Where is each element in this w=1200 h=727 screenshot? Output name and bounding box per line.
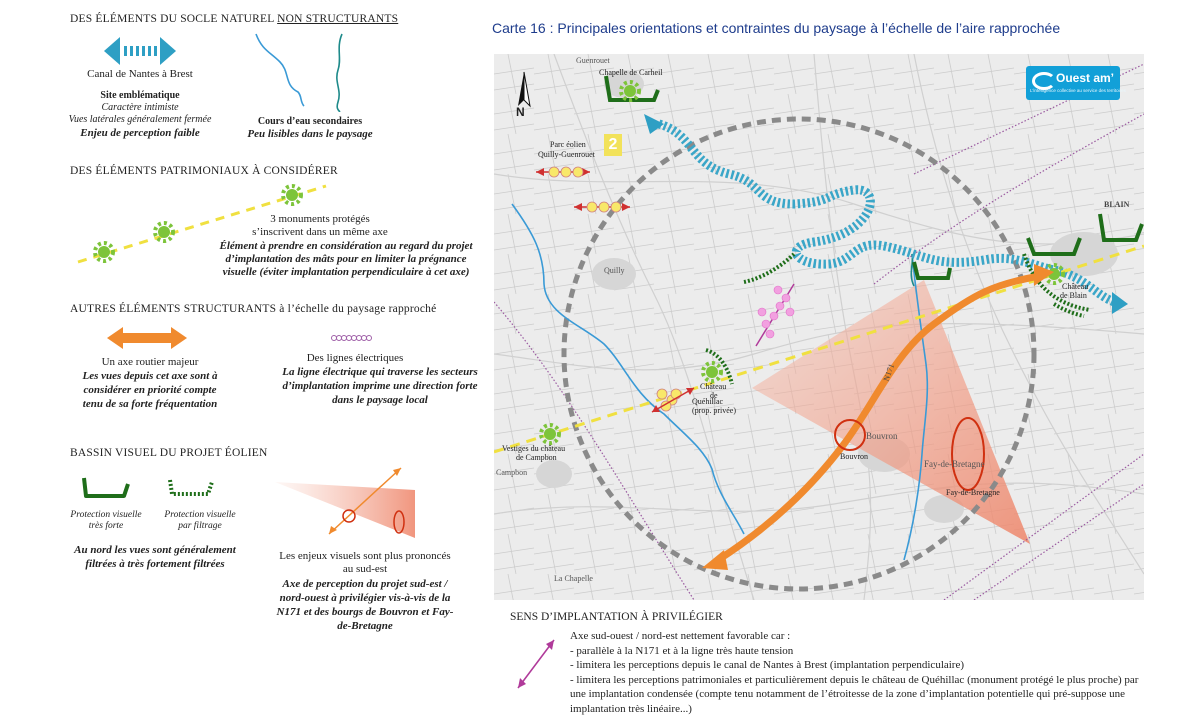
rivers (511, 203, 929, 561)
sens-intro: Axe sud-ouest / nord-est nettement favor… (570, 630, 791, 642)
monument-icon (93, 184, 303, 263)
label-chapelle-sud: La Chapelle (554, 574, 593, 583)
sens-title: SENS D’IMPLANTATION À PRIVILÉGIER (510, 611, 723, 623)
sens-list: Axe sud-ouest / nord-est nettement favor… (570, 629, 1150, 717)
cours-eau-legend-symbol (255, 33, 343, 112)
canal-nantes-brest (657, 119, 1116, 307)
lignes-label: Des lignes électriques (306, 352, 404, 364)
patrimoine-legend-symbol (77, 184, 327, 264)
prot-filtr2: par filtrage (178, 521, 222, 531)
aire-rapprochee-circle (561, 116, 1037, 592)
cours-enjeu: Peu lisibles dans le paysage (247, 128, 373, 140)
zone-number: 2 (604, 134, 622, 156)
legend-socle-title: DES ÉLÉMENTS DU SOCLE NATUREL NON STRUCT… (70, 13, 398, 25)
prot-filtr1: Protection visuelle (164, 510, 236, 520)
site-enjeu: Enjeu de perception faible (80, 127, 200, 139)
fay-marker (951, 417, 985, 491)
north-arrow-icon (518, 71, 531, 108)
label-bouvron-town: Bouvron (866, 431, 898, 441)
axe-routier-legend-symbol (107, 327, 187, 349)
north-label: N (516, 105, 525, 119)
label-parc2: Quilly-Guenrouet (538, 150, 595, 159)
cours-label: Cours d’eau secondaires (257, 116, 363, 127)
label-chateau-q4: (prop. privée) (692, 406, 736, 415)
label-quilly: Quilly (604, 266, 625, 275)
sens-item2: - limitera les perceptions depuis le can… (570, 659, 965, 672)
axe-b3: tenu de sa forte fréquentation (82, 398, 218, 410)
axe-b1: Les vues depuis cet axe sont à (82, 370, 218, 382)
map-canvas[interactable]: N Ouest am’ L'intelligence collective au… (494, 54, 1144, 600)
n171-arrow-sw (702, 550, 728, 570)
label-vestiges2: de Campbon (516, 453, 557, 462)
patrimoine-bold2: d’implantation des mâts pour en limiter … (225, 253, 467, 265)
canal-label: Canal de Nantes à Brest (87, 68, 193, 80)
label-fay: Fay-de-Bretagne (946, 488, 1000, 497)
nord2: filtrées à très fortement filtrées (85, 558, 225, 570)
label-chateau-q3: Quéhillac (692, 397, 724, 406)
sens-item3: - limitera les perceptions patrimoniales… (570, 673, 1139, 715)
prot-forte2: très forte (88, 521, 124, 531)
legend-socle-title-prefix: DES ÉLÉMENTS DU SOCLE NATUREL (70, 13, 278, 25)
map-roads (494, 54, 1144, 600)
protection-legend-symbols (82, 477, 214, 498)
axe1: Axe de perception du projet sud-est / (282, 578, 448, 590)
logo-text: Ouest am’ (1056, 71, 1115, 85)
label-guenrouet: Guenrouet (576, 56, 610, 65)
patrimoine-line1: 3 monuments protégés (270, 213, 370, 225)
nord1: Au nord les vues sont généralement (74, 544, 236, 556)
lignes-b2: d’implantation imprime une direction for… (282, 380, 478, 392)
label-chateau-blain1: Château (1062, 282, 1089, 291)
site-label: Site emblématique (100, 90, 180, 101)
bouvron-marker (834, 419, 866, 451)
ligne-electrique-legend-symbol (331, 335, 372, 341)
patrimoine-bold1: Élément à prendre en considération au re… (219, 240, 473, 252)
legend-autres-title: AUTRES ÉLÉMENTS STRUCTURANTS à l’échelle… (70, 303, 437, 315)
n171-arrow-ne (1034, 264, 1054, 286)
enjeux2: au sud-est (342, 563, 388, 575)
legend-patrimoine-title: DES ÉLÉMENTS PATRIMONIAUX À CONSIDÉRER (70, 165, 338, 177)
wind-park-existing (536, 166, 695, 413)
label-chateau-q1: Château (700, 382, 727, 391)
map-title: Carte 16 : Principales orientations et c… (492, 20, 1061, 36)
enjeux1: Les enjeux visuels sont plus prononcés (279, 550, 451, 562)
legend-bassin-title: BASSIN VISUEL DU PROJET ÉOLIEN (70, 447, 268, 459)
label-parc1: Parc éolien (550, 140, 586, 149)
site-desc2: Vues latérales généralement fermée (68, 114, 212, 125)
axe-b2: considérer en priorité compte (83, 384, 217, 396)
sens-arrow-symbol (517, 639, 555, 689)
monument-icons (539, 80, 1065, 445)
map-svg (494, 54, 1144, 600)
canal-arrow-west (644, 114, 664, 134)
prot-forte1: Protection visuelle (70, 510, 142, 520)
patrimoine-line2: s’inscrivent dans un même axe (252, 226, 388, 238)
label-vestiges1: Vestiges du château (502, 444, 566, 453)
canal-arrow-east (1112, 292, 1128, 314)
patrimoine-bold3: visuelle (éviter implantation perpendicu… (222, 266, 470, 278)
lignes-b1: La ligne électrique qui traverse les sec… (282, 366, 478, 378)
axe2: nord-ouest à privilégier vis-à-vis de la (279, 592, 451, 604)
label-chateau-blain2: de Blain (1060, 291, 1087, 300)
logo: Ouest am’ L'intelligence collective au s… (1026, 66, 1126, 100)
canal-legend-symbol (104, 37, 176, 65)
visual-cone (752, 280, 1030, 544)
label-chapelle: Chapelle de Carheil (599, 68, 663, 77)
n171-axis (716, 272, 1041, 563)
axe3: N171 et des bourgs de Bouvron et Fay- (276, 606, 454, 618)
power-lines (494, 63, 1144, 600)
axe-label: Un axe routier majeur (101, 356, 199, 368)
label-chateau-q2: de (710, 391, 718, 400)
sens-item1: - parallèle à la N171 et à la ligne très… (570, 644, 794, 657)
logo-subtitle: L'intelligence collective au service des… (1030, 88, 1126, 93)
axe4: de-Bretagne (337, 620, 393, 632)
lignes-b3: dans le paysage local (332, 394, 428, 406)
label-campbon: Campbon (496, 468, 528, 477)
site-desc1: Caractère intimiste (101, 102, 179, 113)
cone-legend-symbol (275, 467, 415, 538)
label-fay-town: Fay-de-Bretagne (924, 459, 985, 469)
logo-icon (1032, 72, 1056, 90)
project-zone (755, 283, 795, 347)
label-bouvron: Bouvron (840, 452, 868, 461)
label-blain: BLAIN (1104, 200, 1130, 209)
legend-socle-title-underlined: NON STRUCTURANTS (277, 13, 399, 25)
